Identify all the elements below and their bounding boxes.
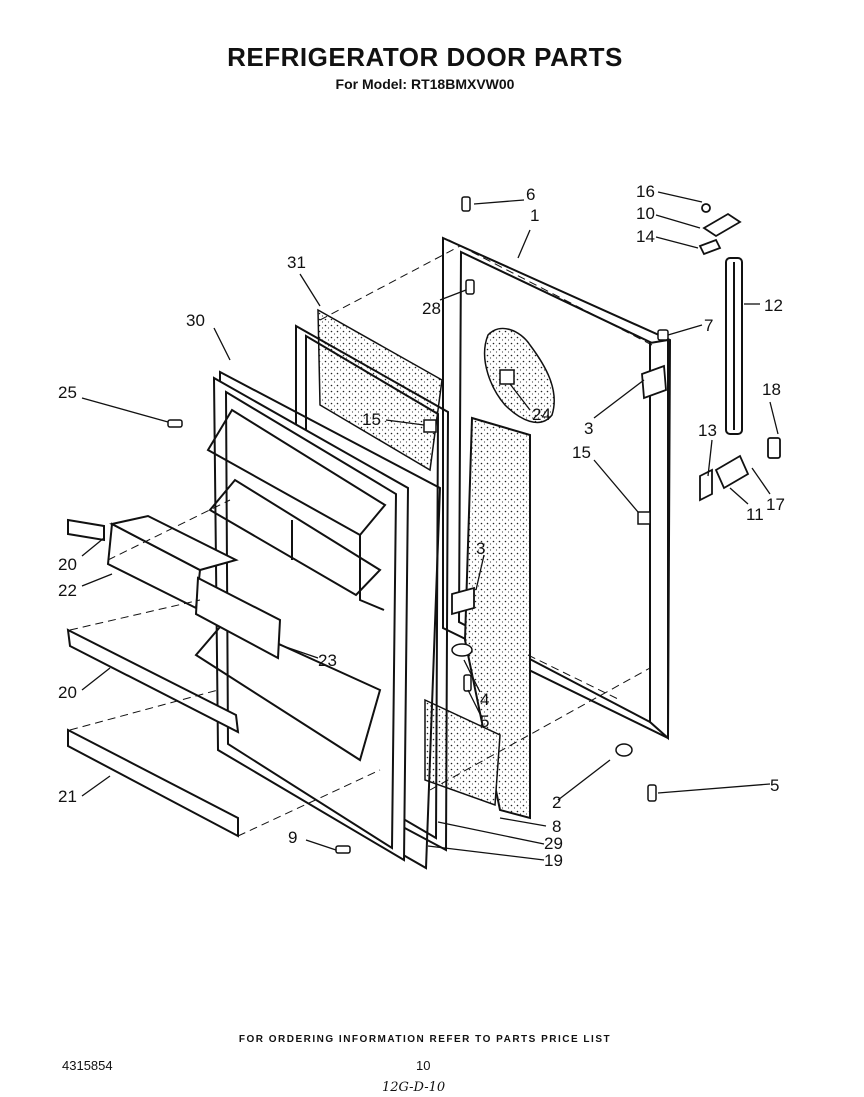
callout-label: 9 [288,828,297,847]
door-bin-23 [194,576,282,660]
outer-door-panel [442,236,672,741]
hinge-pin-cover-12 [725,257,743,435]
callout-label: 2 [552,793,561,812]
callout-label: 30 [186,311,205,330]
callout-label: 3 [584,419,593,438]
callout-label: 25 [58,383,77,402]
callout-label: 7 [704,316,713,335]
callout-label: 5 [480,712,489,731]
door-shelf-bar-lower [66,628,240,734]
callout-label: 21 [58,787,77,806]
callout-label: 31 [287,253,306,272]
upper-hinge-10 [698,203,742,256]
callout-label: 13 [698,421,717,440]
callout-label: 22 [58,581,77,600]
callout-label: 15 [362,410,381,429]
callout-label: 19 [544,851,563,870]
leader-lines [81,191,779,861]
document-number: 4315854 [62,1058,113,1073]
callout-labels: 6 1 16 10 14 31 28 12 30 7 25 15 24 3 18… [58,182,785,870]
page-title: REFRIGERATOR DOOR PARTS [227,42,623,72]
model-subtitle: For Model: RT18BMXVW00 [335,76,515,92]
callout-label: 1 [530,206,539,225]
page-number: 10 [416,1058,431,1073]
foam-insulation-patch [483,327,555,424]
callout-label: 5 [770,776,779,795]
callout-label: 14 [636,227,655,246]
callout-label: 12 [764,296,783,315]
callout-label: 29 [544,834,563,853]
lower-hinge-11 [699,437,781,502]
hinge-bracket-3 [451,364,667,616]
door-shelf-bar-21 [67,728,239,838]
screw-parts [167,196,669,854]
callout-label: 15 [572,443,591,462]
callout-label: 8 [552,817,561,836]
callout-label: 16 [636,182,655,201]
door-shelf-bar-upper [67,518,105,542]
callout-label: 20 [58,555,77,574]
callout-label: 24 [532,405,551,424]
callout-label: 4 [480,690,489,709]
door-gasket [317,308,531,820]
ordering-note: FOR ORDERING INFORMATION REFER TO PARTS … [238,1034,612,1045]
callout-label: 20 [58,683,77,702]
explosion-dashes [69,237,653,837]
callout-label: 23 [318,651,337,670]
callout-label: 6 [526,185,535,204]
callout-label: 3 [476,539,485,558]
handwritten-code: 12G-D-10 [382,1080,446,1095]
callout-label: 10 [636,204,655,223]
callout-label: 28 [422,299,441,318]
callout-label: 18 [762,380,781,399]
callout-label: 11 [746,505,764,524]
callout-label: 17 [766,495,785,514]
